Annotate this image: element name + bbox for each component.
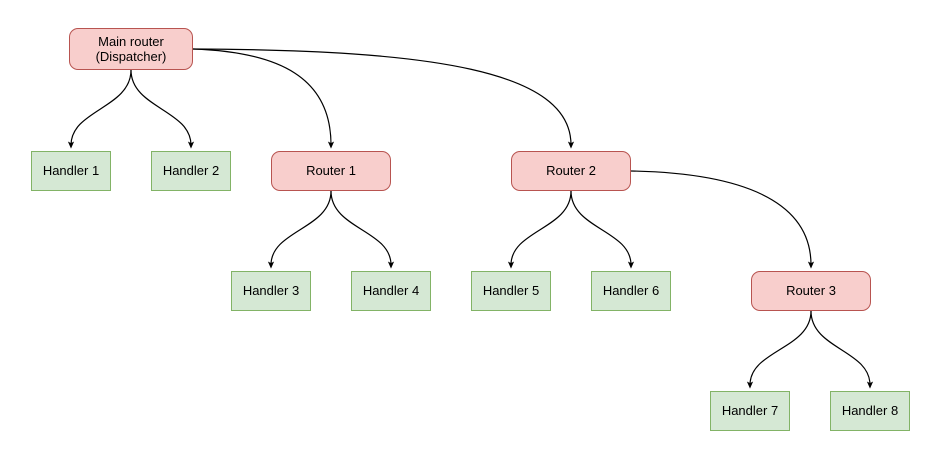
edge-router-1-to-handler-4 xyxy=(330,190,395,269)
node-label-handler-5: Handler 5 xyxy=(482,283,540,299)
node-label-router-1: Router 1 xyxy=(306,163,356,179)
node-router-2[interactable]: Router 2 xyxy=(511,151,631,191)
node-handler-7[interactable]: Handler 7 xyxy=(710,391,790,431)
edge-router-3-to-handler-8 xyxy=(810,310,874,389)
node-router-3[interactable]: Router 3 xyxy=(751,271,871,311)
node-label-handler-2: Handler 2 xyxy=(162,163,220,179)
edge-router-3-to-handler-7 xyxy=(746,310,812,389)
edge-router-1-to-handler-3 xyxy=(267,190,332,269)
edge-main-to-router-1 xyxy=(192,48,335,149)
node-label-handler-3: Handler 3 xyxy=(242,283,300,299)
edge-router-2-to-handler-5 xyxy=(507,190,572,269)
node-label-router-3: Router 3 xyxy=(786,283,836,299)
edge-main-to-router-2 xyxy=(192,48,575,149)
edge-main-to-handler-1 xyxy=(67,69,132,149)
edge-router-2-to-router-3 xyxy=(630,170,815,269)
node-label-main-router: Main router (Dispatcher) xyxy=(95,33,167,64)
node-main-router[interactable]: Main router (Dispatcher) xyxy=(69,28,193,70)
edge-main-to-handler-2 xyxy=(130,69,195,149)
node-handler-1[interactable]: Handler 1 xyxy=(31,151,111,191)
node-handler-8[interactable]: Handler 8 xyxy=(830,391,910,431)
node-handler-6[interactable]: Handler 6 xyxy=(591,271,671,311)
node-label-handler-4: Handler 4 xyxy=(362,283,420,299)
node-handler-3[interactable]: Handler 3 xyxy=(231,271,311,311)
node-label-handler-1: Handler 1 xyxy=(42,163,100,179)
edge-router-2-to-handler-6 xyxy=(570,190,635,269)
node-handler-2[interactable]: Handler 2 xyxy=(151,151,231,191)
node-label-handler-7: Handler 7 xyxy=(721,403,779,419)
node-label-handler-8: Handler 8 xyxy=(841,403,899,419)
node-label-router-2: Router 2 xyxy=(546,163,596,179)
node-label-handler-6: Handler 6 xyxy=(602,283,660,299)
node-handler-5[interactable]: Handler 5 xyxy=(471,271,551,311)
node-router-1[interactable]: Router 1 xyxy=(271,151,391,191)
node-handler-4[interactable]: Handler 4 xyxy=(351,271,431,311)
